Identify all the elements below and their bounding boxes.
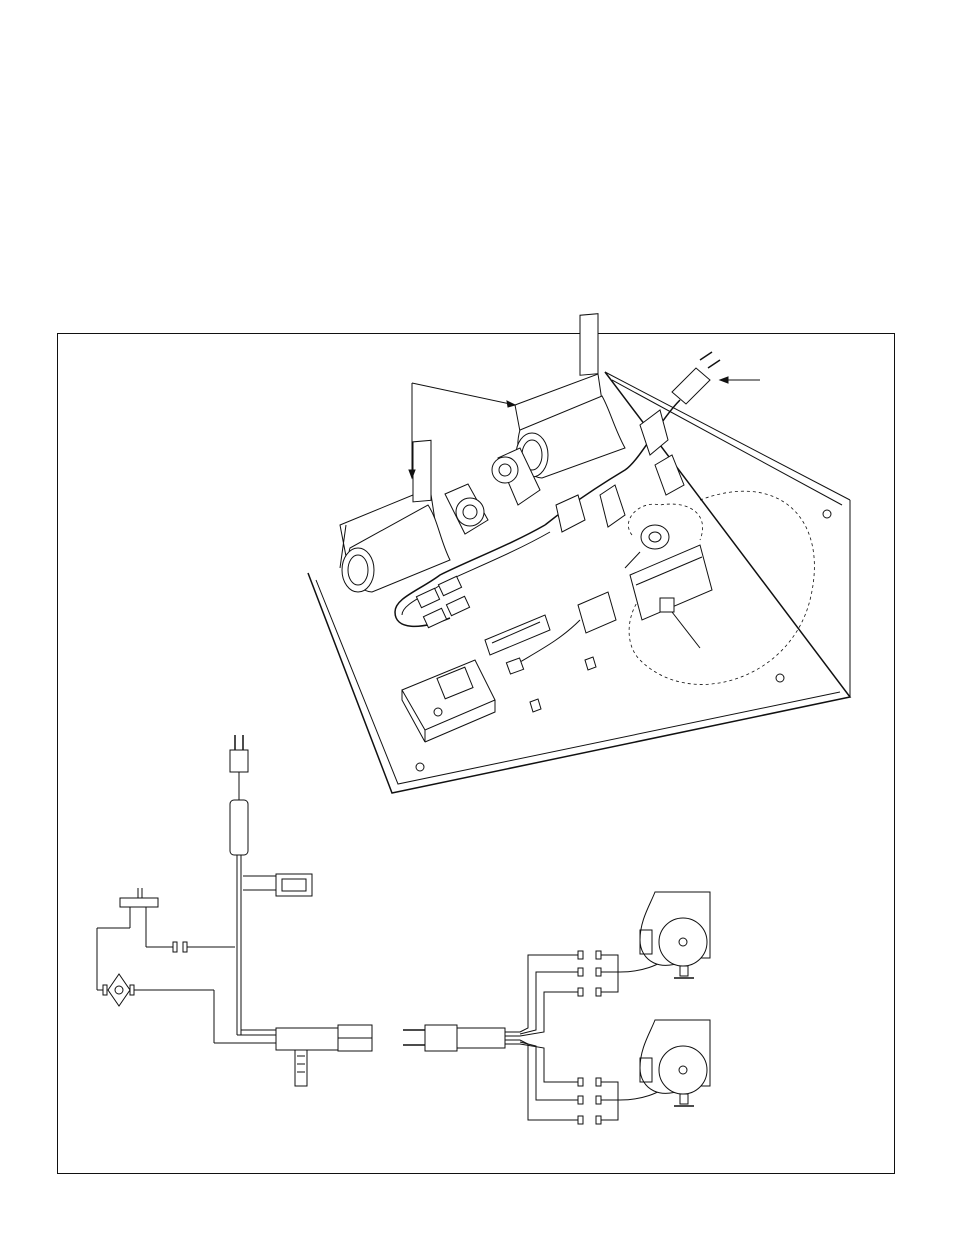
mounting-tabs	[530, 657, 596, 712]
schematic-blower-2	[620, 1020, 710, 1106]
blower-left	[340, 440, 488, 592]
blower-assembly-illustration	[308, 314, 850, 793]
blower-right	[492, 314, 625, 505]
schematic-connector	[237, 1025, 372, 1086]
control-module	[402, 660, 495, 742]
schematic-thermostat	[97, 888, 235, 990]
terminal-strip	[485, 615, 550, 655]
wiring-schematic	[97, 735, 710, 1124]
speed-control	[630, 545, 712, 648]
schematic-plug	[230, 735, 248, 1035]
schematic-speed-control	[103, 974, 276, 1043]
schematic-receptacle	[243, 874, 312, 896]
schematic-blower-1-wiring	[520, 951, 620, 1036]
schematic-mating-plug	[403, 1025, 520, 1051]
schematic-blower-2-wiring	[520, 1040, 620, 1124]
schematic-blower-1	[620, 892, 710, 978]
